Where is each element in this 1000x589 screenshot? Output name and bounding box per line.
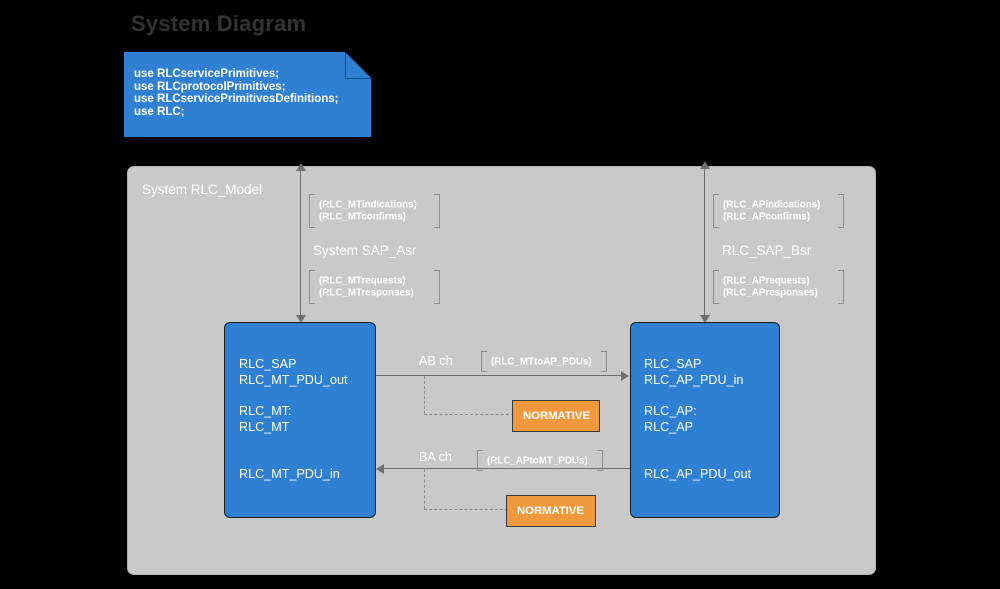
channel-ab-signals-text: (RLC_MTtoAP_PDUs) <box>491 355 592 367</box>
channel-ab-signals-bracket: (RLC_MTtoAP_PDUs) <box>481 351 607 372</box>
agent-rlc-mt-gate-bottom: RLC_MT_PDU_in <box>239 467 340 481</box>
use-clause-note <box>124 52 371 137</box>
channel-ba-normative-link-horizontal <box>424 509 508 510</box>
right-sap-connector-line <box>704 168 705 315</box>
left-sap-upper-signals-text: (RLC_MTindications) (RLC_MTconfirms) <box>319 199 417 223</box>
use-clause-note-text: use RLCservicePrimitives; use RLCprotoco… <box>134 68 339 118</box>
agent-block-rlc-ap[interactable] <box>630 322 780 518</box>
bracket-left-bar <box>309 194 315 228</box>
agent-rlc-mt-type: RLC_MT: RLC_MT <box>239 404 292 434</box>
system-frame-label: System RLC_Model <box>142 182 263 197</box>
bracket-right-bar <box>434 194 440 228</box>
channel-ab-line <box>376 375 622 376</box>
bracket-left-bar <box>309 270 315 304</box>
left-sap-lower-signals-bracket: (RLC_MTrequests) (RLC_MTresponses) <box>309 270 440 304</box>
channel-ba-name: BA ch <box>419 450 452 464</box>
channel-ba-signals-text: (RLC_APtoMT_PDUs) <box>487 454 588 466</box>
right-sap-lower-signals-bracket: (RLC_APrequests) (RLC_APresponses) <box>713 270 844 304</box>
channel-ab-normative-link-horizontal <box>424 414 514 415</box>
bracket-left-bar <box>713 270 719 304</box>
channel-ab-normative-link-vertical <box>424 376 425 414</box>
bracket-right-bar <box>601 351 607 372</box>
bracket-right-bar <box>597 450 603 471</box>
bracket-left-bar <box>713 194 719 228</box>
channel-ba-arrowhead-left-icon <box>376 464 384 474</box>
channel-ab-arrowhead-right-icon <box>621 371 629 381</box>
page-title: System Diagram <box>131 11 307 36</box>
right-sap-arrowhead-down-icon <box>700 315 710 323</box>
bracket-right-bar <box>838 270 844 304</box>
right-sap-upper-signals-text: (RLC_APindications) (RLC_APconfirms) <box>723 199 821 223</box>
bracket-right-bar <box>838 194 844 228</box>
left-sap-arrowhead-down-icon <box>296 315 306 323</box>
left-sap-lower-signals-text: (RLC_MTrequests) (RLC_MTresponses) <box>319 275 414 299</box>
left-sap-arrowhead-up-icon <box>296 163 306 171</box>
bracket-left-bar <box>477 450 483 471</box>
right-sap-lower-signals-text: (RLC_APrequests) (RLC_APresponses) <box>723 275 818 299</box>
normative-badge-ba-label: NORMATIVE <box>517 505 584 517</box>
agent-rlc-ap-gate-top: RLC_SAP RLC_AP_PDU_in <box>644 357 744 387</box>
normative-badge-ba: NORMATIVE <box>506 495 596 527</box>
right-sap-arrowhead-up-icon <box>700 161 710 169</box>
bracket-left-bar <box>481 351 487 372</box>
agent-block-rlc-mt[interactable] <box>224 322 376 518</box>
agent-rlc-mt-gate-top: RLC_SAP RLC_MT_PDU_out <box>239 357 348 387</box>
right-sap-name: RLC_SAP_Bsr <box>722 243 812 258</box>
agent-rlc-ap-gate-bottom: RLC_AP_PDU_out <box>644 467 752 481</box>
left-sap-upper-signals-bracket: (RLC_MTindications) (RLC_MTconfirms) <box>309 194 440 228</box>
left-sap-connector-line <box>300 170 301 315</box>
right-sap-upper-signals-bracket: (RLC_APindications) (RLC_APconfirms) <box>713 194 844 228</box>
channel-ba-signals-bracket: (RLC_APtoMT_PDUs) <box>477 450 603 471</box>
channel-ba-line <box>384 468 630 469</box>
normative-badge-ab-label: NORMATIVE <box>523 410 590 422</box>
channel-ba-normative-link-vertical <box>424 469 425 509</box>
channel-ab-name: AB ch <box>419 354 453 368</box>
normative-badge-ab: NORMATIVE <box>512 400 600 432</box>
left-sap-name: System SAP_Asr <box>313 243 417 258</box>
bracket-right-bar <box>434 270 440 304</box>
agent-rlc-ap-type: RLC_AP: RLC_AP <box>644 404 697 434</box>
